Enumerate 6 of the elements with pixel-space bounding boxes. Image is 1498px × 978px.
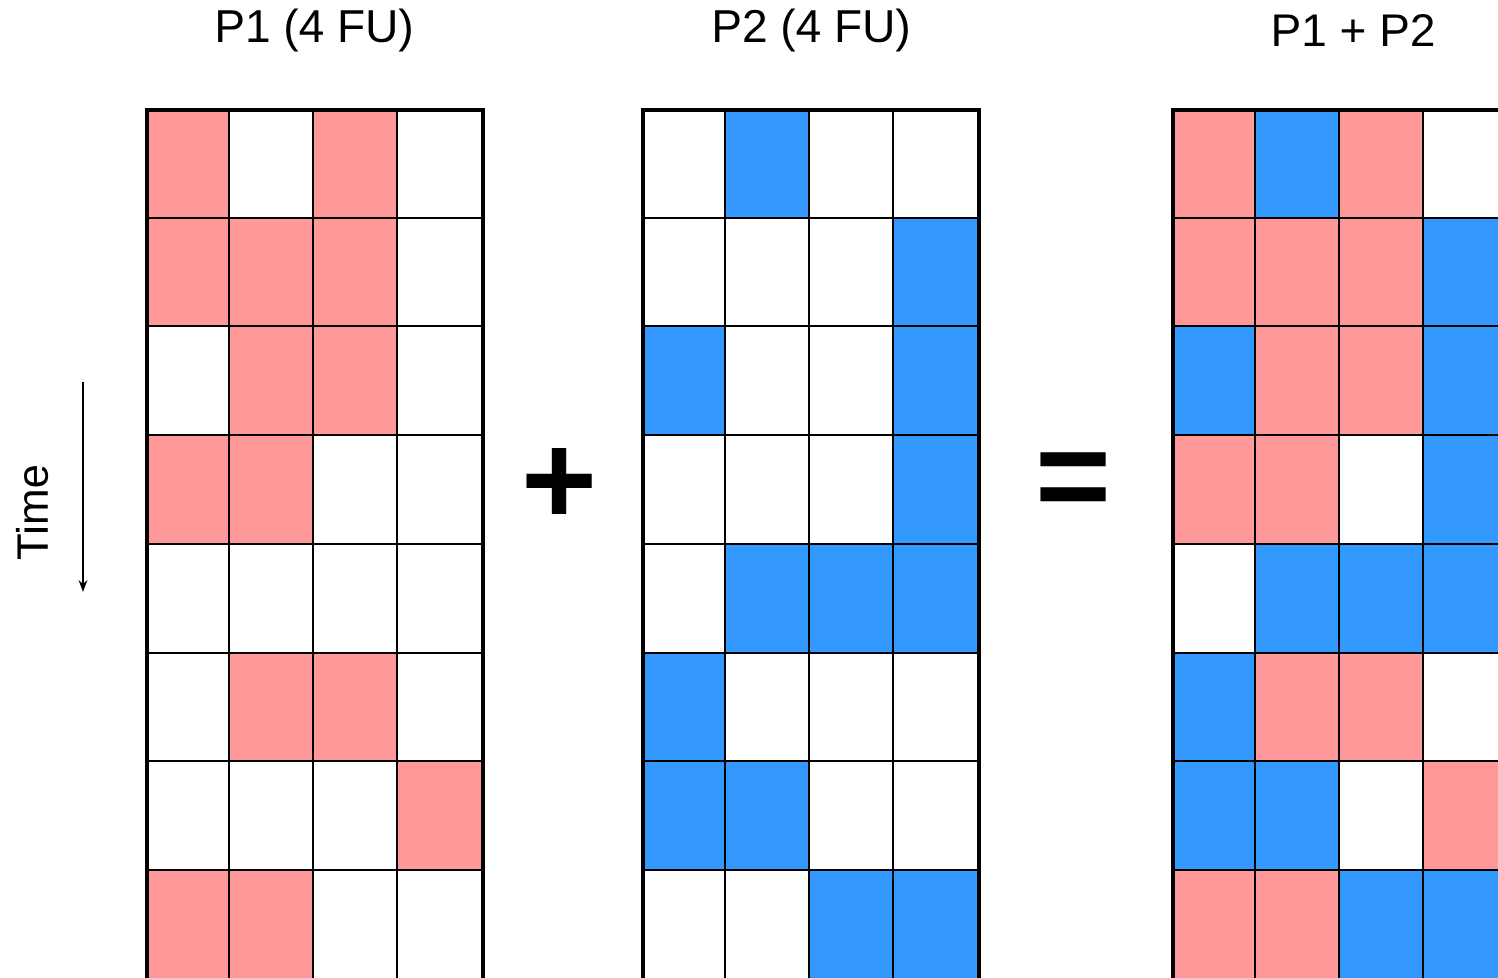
panel-title: P1 (4 FU) — [218, 8, 411, 52]
panel-title: P1 + P2 — [1274, 13, 1434, 47]
panel-title: P2 (4 FU) — [715, 8, 908, 52]
axis-label: Time — [15, 465, 49, 560]
operator-symbol: + — [526, 447, 592, 514]
operator-symbol: = — [1040, 452, 1106, 502]
